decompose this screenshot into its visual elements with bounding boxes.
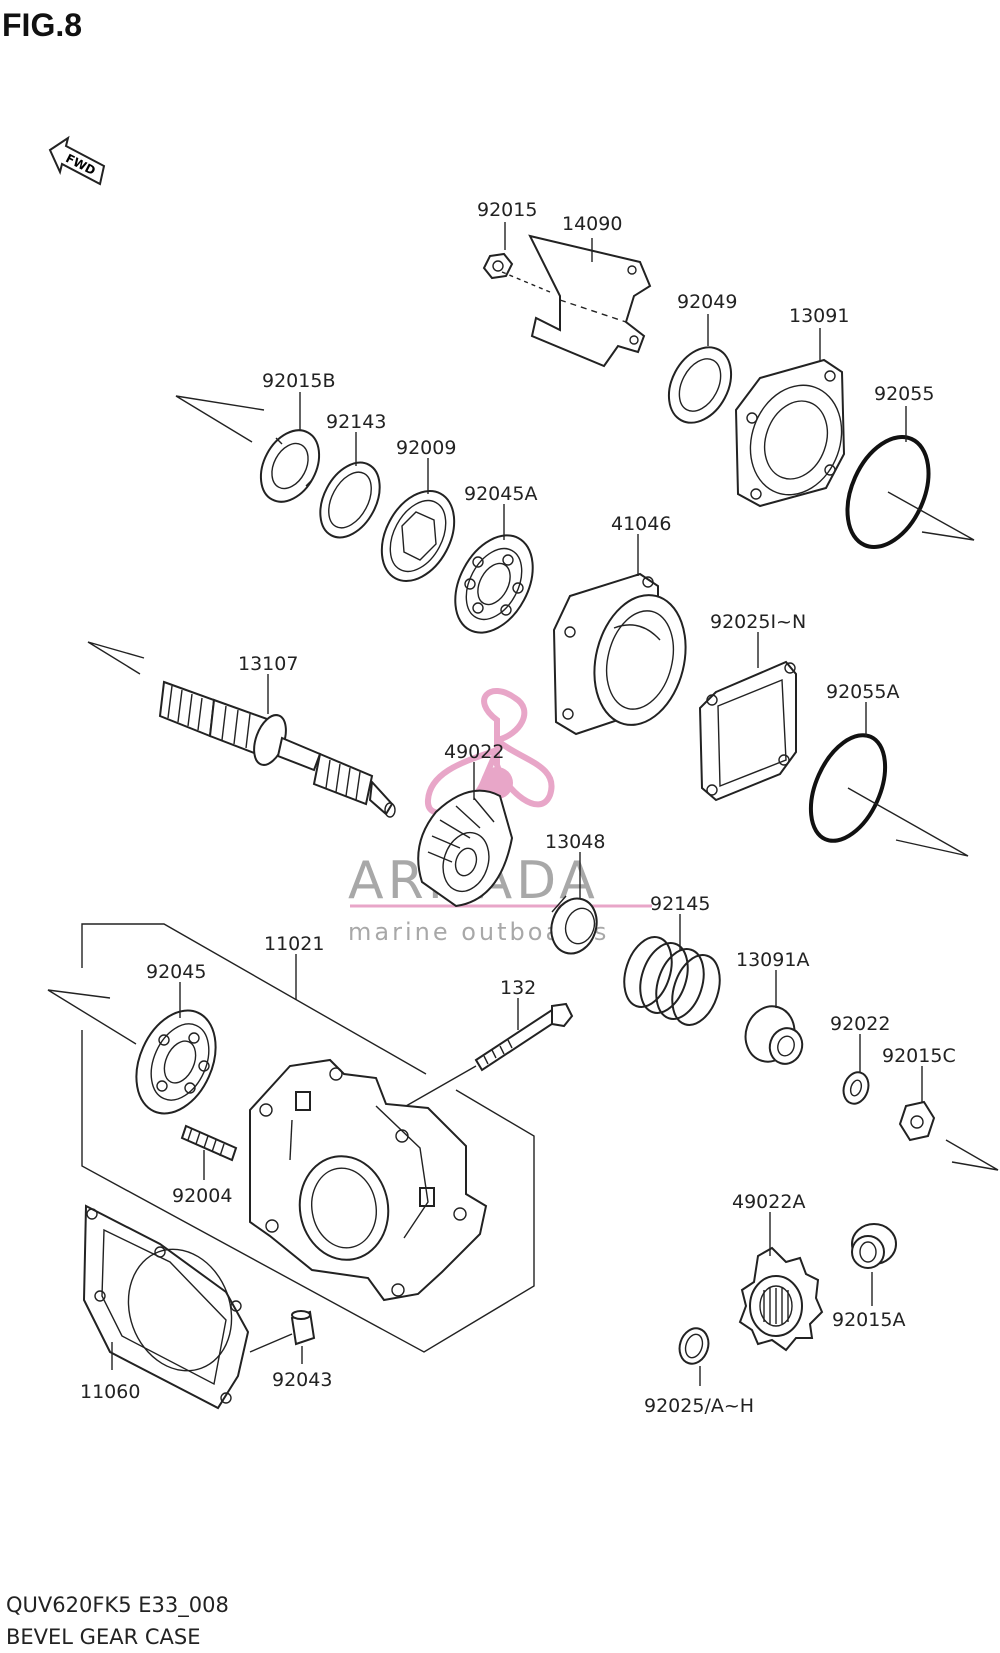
label-41046: 41046 (611, 513, 671, 535)
part-92015c-nut (898, 1100, 999, 1171)
label-92004: 92004 (172, 1185, 232, 1207)
label-92143: 92143 (326, 411, 386, 433)
footer-name: BEVEL GEAR CASE (6, 1625, 201, 1649)
label-92015: 92015 (477, 199, 537, 221)
part-92045a-bearing (454, 534, 534, 634)
label-92045: 92045 (146, 961, 206, 983)
part-92145-spring (623, 936, 721, 1026)
part-13048-coupling (550, 895, 598, 955)
figure-title: FIG.8 (2, 7, 82, 43)
part-92004-stud (180, 1124, 238, 1162)
label-13107: 13107 (238, 653, 298, 675)
case-assembly-outline (81, 923, 535, 1353)
label-49022: 49022 (444, 741, 504, 763)
label-92015c: 92015C (882, 1045, 956, 1067)
part-92025i-n-gasket (698, 660, 797, 802)
part-11060-gasket (82, 1204, 250, 1410)
part-92143-ring (319, 461, 381, 539)
part-13107-shaft (158, 680, 396, 818)
label-132: 132 (500, 977, 536, 999)
part-41046-cylinder (552, 572, 687, 736)
label-92055: 92055 (874, 383, 934, 405)
part-14090-bracket (528, 234, 652, 368)
label-92049: 92049 (677, 291, 737, 313)
part-92045-bearing (135, 1009, 217, 1115)
label-13091: 13091 (789, 305, 849, 327)
label-49022a: 49022A (732, 1191, 805, 1213)
label-92043: 92043 (272, 1369, 332, 1391)
part-13091-housing (734, 358, 846, 508)
part-92043-dowel (249, 1310, 316, 1353)
part-92015b-lock-nut (259, 429, 321, 503)
part-49022a-gear (738, 1246, 824, 1352)
part-11021-gear-case (249, 1058, 488, 1302)
label-11021: 11021 (264, 933, 324, 955)
label-13091a: 13091A (736, 949, 809, 971)
label-92145: 92145 (650, 893, 710, 915)
label-92045a: 92045A (464, 483, 537, 505)
label-92022: 92022 (830, 1013, 890, 1035)
part-92009-nut (380, 490, 456, 582)
part-92049-seal (667, 346, 733, 424)
fwd-arrow-icon: FWD (48, 135, 106, 186)
part-92015-nut (482, 252, 551, 293)
part-13091a-collar (744, 1005, 804, 1065)
footer-code: QUV620FK5 E33_008 (6, 1593, 229, 1618)
part-132-bolt (405, 1002, 574, 1107)
label-92009: 92009 (396, 437, 456, 459)
part-92022-washer (842, 1071, 870, 1105)
part-92055-o-ring (845, 435, 975, 549)
label-92015a: 92015A (832, 1309, 905, 1331)
label-14090: 14090 (562, 213, 622, 235)
label-92055a: 92055A (826, 681, 899, 703)
label-92025-a-h: 92025/A~H (644, 1395, 754, 1417)
label-11060: 11060 (80, 1381, 140, 1403)
label-92025i-n: 92025I~N (710, 611, 806, 633)
part-92025-a-h-shim (678, 1327, 710, 1365)
part-92015a-nut (851, 1223, 897, 1269)
label-13048: 13048 (545, 831, 605, 853)
part-92055a-o-ring (808, 733, 969, 857)
label-92015b: 92015B (262, 370, 335, 392)
